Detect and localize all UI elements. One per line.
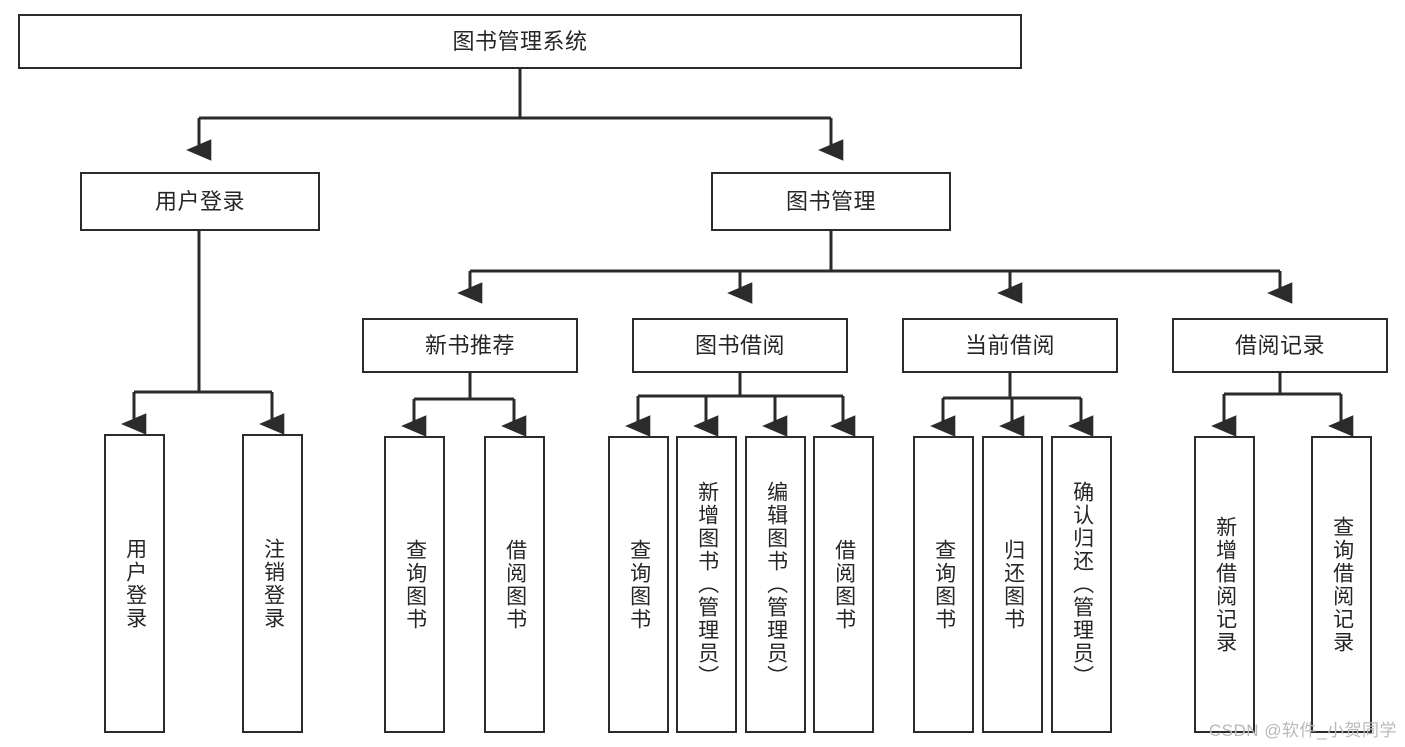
node-label: 查询借阅记录: [1330, 515, 1354, 654]
node-label: 确认归还（管理员）: [1070, 481, 1094, 688]
node-user-login[interactable]: 用户登录: [80, 172, 320, 231]
node-label: 新增图书（管理员）: [695, 481, 719, 688]
node-label: 图书管理系统: [452, 28, 588, 54]
node-label: 归还图书: [1001, 538, 1025, 631]
leaf-new-books-borrow-books[interactable]: 借阅图书: [484, 436, 545, 733]
leaf-user-login-logout[interactable]: 注销登录: [242, 434, 303, 733]
node-label: 新增借阅记录: [1213, 515, 1237, 654]
leaf-current-query-books[interactable]: 查询图书: [913, 436, 974, 733]
node-borrowing-records[interactable]: 借阅记录: [1172, 318, 1388, 373]
leaf-new-books-query-books[interactable]: 查询图书: [384, 436, 445, 733]
node-label: 当前借阅: [964, 332, 1055, 358]
node-label: 图书管理: [785, 188, 876, 214]
leaf-borrowing-borrow-books[interactable]: 借阅图书: [813, 436, 874, 733]
node-label: 查询图书: [627, 538, 651, 631]
node-label: 新书推荐: [424, 332, 515, 358]
leaf-records-add-record[interactable]: 新增借阅记录: [1194, 436, 1255, 733]
node-label: 借阅记录: [1234, 332, 1325, 358]
node-label: 查询图书: [932, 538, 956, 631]
leaf-borrowing-add-book-admin[interactable]: 新增图书（管理员）: [676, 436, 737, 733]
node-new-book-recommendation[interactable]: 新书推荐: [362, 318, 578, 373]
node-label: 用户登录: [154, 188, 245, 214]
node-root-book-management-system[interactable]: 图书管理系统: [18, 14, 1022, 69]
node-book-borrowing[interactable]: 图书借阅: [632, 318, 848, 373]
node-label: 用户登录: [123, 537, 147, 630]
node-label: 借阅图书: [503, 538, 527, 631]
node-label: 借阅图书: [832, 538, 856, 631]
leaf-user-login-login[interactable]: 用户登录: [104, 434, 165, 733]
node-book-management[interactable]: 图书管理: [711, 172, 951, 231]
leaf-current-confirm-return-admin[interactable]: 确认归还（管理员）: [1051, 436, 1112, 733]
node-label: 查询图书: [403, 538, 427, 631]
node-label: 图书借阅: [694, 332, 785, 358]
node-label: 编辑图书（管理员）: [764, 481, 788, 688]
node-label: 注销登录: [261, 537, 285, 630]
leaf-borrowing-edit-book-admin[interactable]: 编辑图书（管理员）: [745, 436, 806, 733]
leaf-current-return-books[interactable]: 归还图书: [982, 436, 1043, 733]
leaf-records-query-record[interactable]: 查询借阅记录: [1311, 436, 1372, 733]
leaf-borrowing-query-books[interactable]: 查询图书: [608, 436, 669, 733]
node-current-borrowing[interactable]: 当前借阅: [902, 318, 1118, 373]
